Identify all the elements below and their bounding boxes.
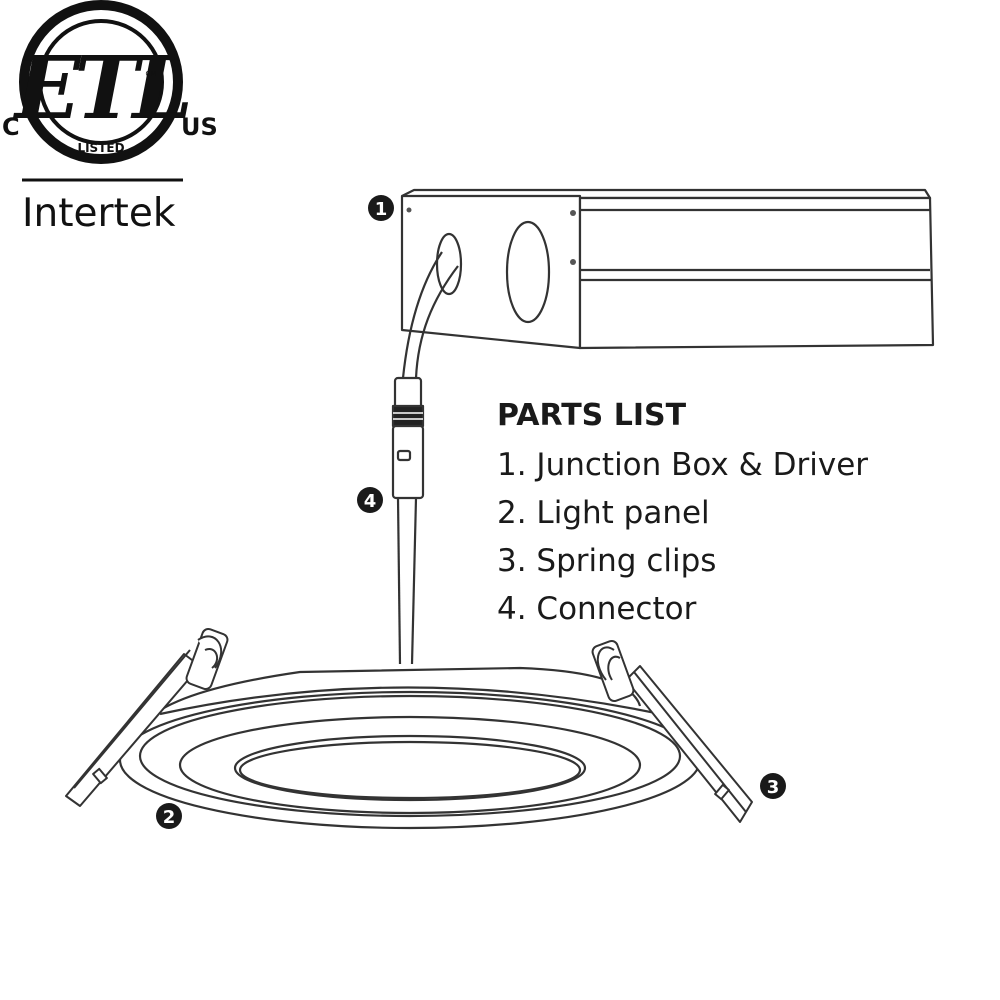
callout-3: 3 xyxy=(760,773,786,799)
callout-2: 2 xyxy=(156,803,182,829)
etl-trademark: CM xyxy=(146,70,157,78)
parts-list-title: PARTS LIST xyxy=(497,398,687,433)
callout-4: 4 xyxy=(357,487,383,513)
callout-1: 1 xyxy=(368,195,394,221)
etl-us-mark: US xyxy=(181,113,218,141)
parts-list: PARTS LIST 1. Junction Box & Driver 2. L… xyxy=(497,398,967,633)
cable-connector-illustration xyxy=(391,251,459,665)
parts-list-item: 3. Spring clips xyxy=(497,543,717,579)
intertek-wordmark: Intertek xyxy=(22,191,176,236)
callout-3-number: 3 xyxy=(767,777,780,798)
etl-listed-text: LISTED xyxy=(77,141,124,155)
parts-list-item: 1. Junction Box & Driver xyxy=(497,447,869,483)
light-panel-illustration xyxy=(118,666,702,830)
callout-4-number: 4 xyxy=(364,491,377,512)
parts-list-items: 1. Junction Box & Driver 2. Light panel … xyxy=(497,441,967,633)
etl-c-mark: C xyxy=(2,113,20,141)
callout-1-number: 1 xyxy=(375,199,388,220)
parts-list-item: 4. Connector xyxy=(497,591,697,627)
etl-listed-logo: ETL CM LISTED C US Intertek xyxy=(2,0,218,236)
spring-clip-right xyxy=(591,639,753,823)
spring-clip-left xyxy=(65,627,229,807)
parts-list-item: 2. Light panel xyxy=(497,495,710,531)
junction-box-illustration xyxy=(400,188,935,350)
callout-2-number: 2 xyxy=(163,807,176,828)
etl-logo-text: ETL xyxy=(12,38,189,139)
